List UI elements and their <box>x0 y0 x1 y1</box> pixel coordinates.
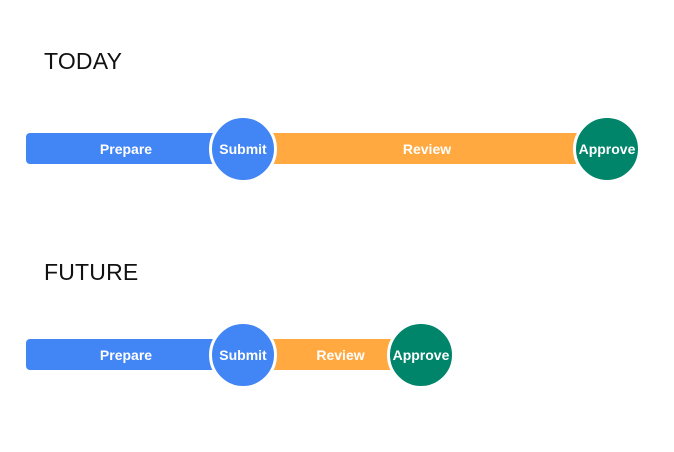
future-review-label: Review <box>316 346 365 363</box>
future-prepare-bar: Prepare <box>26 339 226 370</box>
future-prepare-label: Prepare <box>99 346 153 363</box>
future-approve-label: Approve <box>392 347 450 363</box>
today-approve-label: Approve <box>578 141 636 157</box>
today-prepare-bar: Prepare <box>26 133 226 164</box>
today-review-label: Review <box>402 140 452 157</box>
future-approve-node: Approve <box>387 321 455 389</box>
future-review-bar: Review <box>262 339 405 370</box>
today-heading: TODAY <box>44 48 123 74</box>
today-review-bar: Review <box>262 133 592 164</box>
today-prepare-label: Prepare <box>99 140 153 157</box>
future-heading: FUTURE <box>44 259 139 285</box>
today-submit-label: Submit <box>219 141 267 157</box>
future-submit-node: Submit <box>209 321 277 389</box>
today-approve-node: Approve <box>573 115 641 183</box>
future-submit-label: Submit <box>219 347 267 363</box>
today-submit-node: Submit <box>209 115 277 183</box>
